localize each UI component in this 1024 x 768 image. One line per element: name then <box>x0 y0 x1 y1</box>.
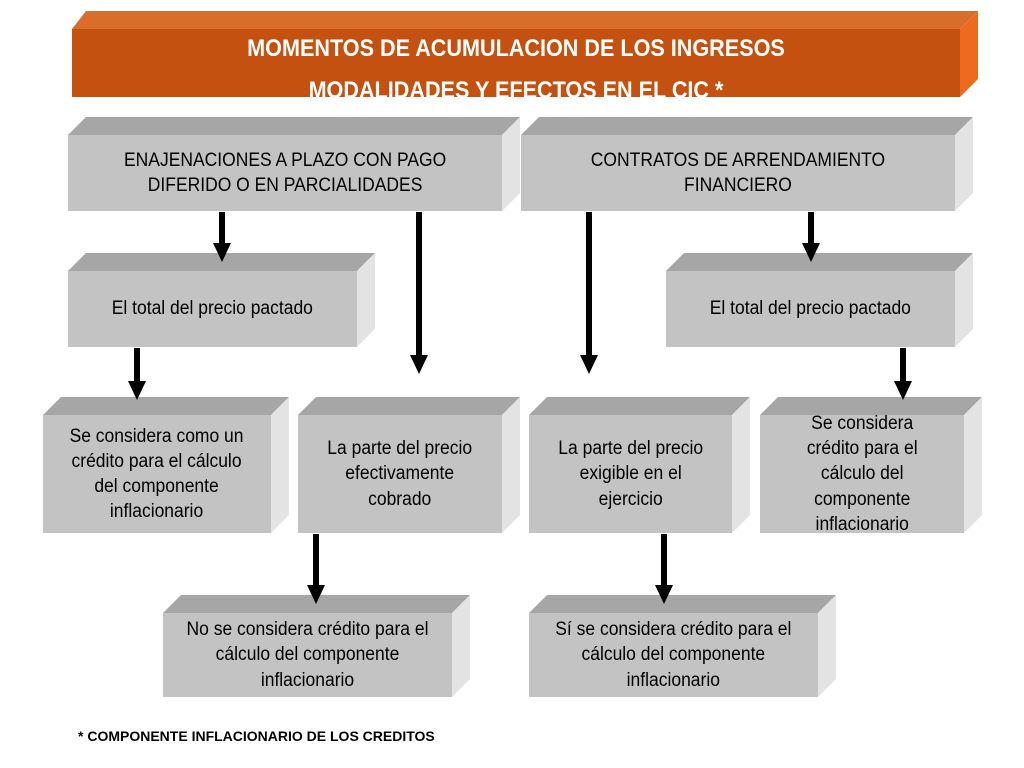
box-text-line: inflacionario <box>626 669 721 691</box>
box-text-line: efectivamente <box>345 463 455 485</box>
box-si-credito: Sí se considera crédito para el cálculo d… <box>529 595 836 697</box>
box-text-line: crédito para el <box>806 438 918 460</box>
box-credito-right: Se considera crédito para el cálculo del co… <box>760 397 982 535</box>
arrow-total-right-to-credito <box>894 348 912 400</box>
box-side-face <box>502 397 520 533</box>
box-side-face <box>964 397 982 533</box>
box-side-face <box>502 117 520 211</box>
box-text: El total del precio pactado <box>701 296 920 321</box>
box-front-face: La parte del precio exigible en el ejercic… <box>529 415 732 533</box>
box-text-line: FINANCIERO <box>684 175 792 196</box>
box-total-left: El total del precio pactado <box>68 253 375 347</box>
footnote: * COMPONENTE INFLACIONARIO DE LOS CREDIT… <box>78 728 435 744</box>
box-credito-left: Se considera como un crédito para el cálc… <box>43 397 289 533</box>
box-top-face <box>68 253 375 271</box>
box-text-line: ENAJENACIONES A PLAZO CON PAGO <box>123 149 447 171</box>
box-text-line: La parte del precio <box>327 438 473 460</box>
arrow-exigible-to-si-credito <box>655 534 673 604</box>
box-front-face: CONTRATOS DE ARRENDAMIENTO FINANCIERO <box>521 135 955 211</box>
box-text: CONTRATOS DE ARRENDAMIENTO FINANCIERO <box>578 148 898 198</box>
box-text: Se considera como un crédito para el cálc… <box>62 424 251 524</box>
box-no-credito: No se considera crédito para el cálculo d… <box>163 595 470 697</box>
box-text-line: crédito para el cálculo <box>71 450 243 472</box>
arrow-total-left-to-credito <box>128 348 146 400</box>
box-top-face <box>298 397 520 415</box>
arrow-contratos-to-exigible <box>580 212 598 374</box>
box-text-line: No se considera crédito para el <box>186 619 429 641</box>
box-text-line: El total del precio pactado <box>709 298 912 320</box>
box-text-line: inflacionario <box>815 513 909 535</box>
box-text-line: inflacionario <box>260 669 355 691</box>
box-text-line: exigible en el <box>579 463 682 485</box>
box-text-line: cobrado <box>368 488 432 510</box>
box-top-face <box>529 595 836 613</box>
box-top-face <box>43 397 289 415</box>
box-text: El total del precio pactado <box>103 296 322 321</box>
box-front-face: Sí se considera crédito para el cálculo d… <box>529 613 818 697</box>
box-text: Sí se considera crédito para el cálculo d… <box>545 617 802 692</box>
title-banner-side <box>960 11 978 97</box>
box-side-face <box>955 117 973 211</box>
box-contratos: CONTRATOS DE ARRENDAMIENTO FINANCIERO <box>521 117 973 211</box>
box-text-line: Se considera <box>810 413 914 435</box>
title-banner-top <box>72 11 978 29</box>
box-text: La parte del precio efectivamente cobrado <box>321 436 478 511</box>
box-text-line: ejercicio <box>598 488 663 510</box>
box-side-face <box>452 595 470 697</box>
box-side-face <box>818 595 836 697</box>
box-side-face <box>955 253 973 347</box>
box-side-face <box>357 253 375 347</box>
box-front-face: El total del precio pactado <box>68 271 357 347</box>
box-top-face <box>529 397 750 415</box>
box-top-face <box>521 117 973 135</box>
box-text-line: componente <box>813 488 911 510</box>
box-enajenaciones: ENAJENACIONES A PLAZO CON PAGO DIFERIDO O… <box>68 117 520 211</box>
box-text-line: DIFERIDO O EN PARCIALIDADES <box>147 175 423 196</box>
box-text-line: CONTRATOS DE ARRENDAMIENTO <box>590 149 886 171</box>
box-text-line: cálculo del componente <box>581 644 766 666</box>
box-text-line: cálculo del componente <box>215 644 400 666</box>
box-front-face: Se considera crédito para el cálculo del co… <box>760 413 964 535</box>
box-text: Se considera crédito para el cálculo del co… <box>802 411 922 536</box>
box-text-line: El total del precio pactado <box>111 298 314 320</box>
box-top-face <box>163 595 470 613</box>
box-cobrado: La parte del precio efectivamente cobrado <box>298 397 520 533</box>
title-banner: MOMENTOS DE ACUMULACION DE LOS INGRESOS … <box>72 11 978 104</box>
box-text-line: La parte del precio <box>558 438 703 460</box>
box-side-face <box>271 397 289 533</box>
box-text: No se considera crédito para el cálculo d… <box>176 617 439 692</box>
box-text: ENAJENACIONES A PLAZO CON PAGO DIFERIDO O… <box>110 148 460 198</box>
box-text-line: del componente <box>94 476 220 497</box>
box-text-line: Sí se considera crédito para el <box>555 619 792 641</box>
box-total-right: El total del precio pactado <box>666 253 973 347</box>
title-banner-front: MOMENTOS DE ACUMULACION DE LOS INGRESOS … <box>72 29 960 104</box>
box-side-face <box>732 397 750 533</box>
box-exigible: La parte del precio exigible en el ejercic… <box>529 397 750 533</box>
arrow-contratos-to-total <box>802 212 820 262</box>
box-front-face: Se considera como un crédito para el cálc… <box>43 415 271 533</box>
box-text: La parte del precio exigible en el ejercic… <box>552 436 709 511</box>
box-top-face <box>68 117 520 135</box>
arrow-cobrado-to-no-credito <box>307 534 325 604</box>
title-line-1: MOMENTOS DE ACUMULACION DE LOS INGRESOS <box>247 35 785 62</box>
arrow-enajenaciones-to-total <box>213 212 231 262</box>
box-text-line: Se considera como un <box>70 425 244 447</box>
box-front-face: El total del precio pactado <box>666 271 955 347</box>
box-front-face: ENAJENACIONES A PLAZO CON PAGO DIFERIDO O… <box>68 135 502 211</box>
box-top-face <box>760 397 982 415</box>
arrow-enajenaciones-to-cobrado <box>410 212 428 374</box>
box-top-face <box>666 253 973 271</box>
box-front-face: La parte del precio efectivamente cobrado <box>298 415 502 533</box>
box-text-line: cálculo del <box>820 463 904 485</box>
box-text-line: inflacionario <box>110 501 204 523</box>
box-front-face: No se considera crédito para el cálculo d… <box>163 613 452 697</box>
title-line-2: MODALIDADES Y EFECTOS EN EL CIC * <box>308 77 724 104</box>
